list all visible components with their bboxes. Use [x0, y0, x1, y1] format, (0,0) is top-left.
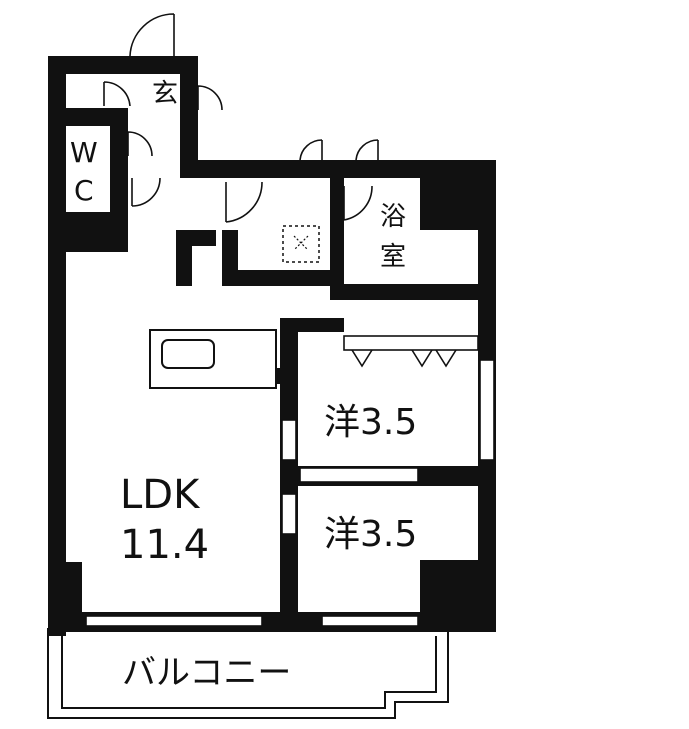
closet-doors [343, 335, 479, 368]
walls [48, 56, 496, 636]
door-swings [103, 13, 379, 223]
wc-label-top: W [70, 136, 98, 169]
wc-label-bottom: C [74, 174, 94, 207]
western-room-1-label: 洋3.5 [324, 402, 417, 443]
ldk-size-label: 11.4 [120, 522, 209, 568]
bath-label-top: 浴 [380, 202, 406, 232]
ldk-name-label: LDK [120, 472, 201, 518]
entrance-label: 玄 [152, 79, 178, 109]
bath-label-bottom: 室 [380, 242, 406, 272]
windows [85, 359, 495, 627]
kitchen-counter [149, 329, 277, 389]
balcony-label: バルコニー [122, 653, 291, 693]
washing-machine-pan [282, 225, 320, 263]
western-room-2-label: 洋3.5 [324, 514, 417, 555]
room-labels: 玄 W C 浴 室 洋3.5 洋3.5 LDK 11.4 バルコニー [70, 79, 417, 693]
balcony-outline [47, 628, 449, 719]
